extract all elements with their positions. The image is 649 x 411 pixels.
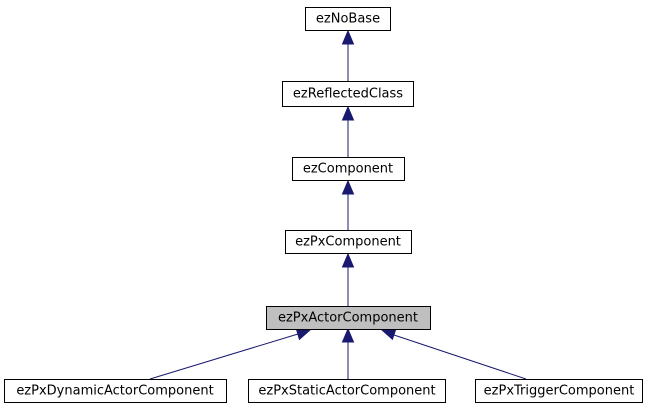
class-label-ezPxComponent: ezPxComponent <box>295 235 401 250</box>
nodes: ezNoBase ezReflectedClass ezComponent ez… <box>4 7 643 403</box>
class-label-ezNoBase: ezNoBase <box>316 12 380 27</box>
edge-ezPxActorComponent-ezPxComponent <box>341 252 355 306</box>
class-label-ezReflectedClass: ezReflectedClass <box>293 87 403 102</box>
class-node-ezComponent[interactable]: ezComponent <box>292 157 405 181</box>
class-label-ezPxStaticActorComponent: ezPxStaticActorComponent <box>258 384 435 399</box>
edge-ezReflectedClass-ezNoBase <box>341 29 355 81</box>
edge-ezPxComponent-ezComponent <box>341 179 355 230</box>
class-node-ezPxStaticActorComponent[interactable]: ezPxStaticActorComponent <box>248 379 446 403</box>
class-node-ezPxComponent[interactable]: ezPxComponent <box>285 230 412 254</box>
class-label-ezComponent: ezComponent <box>303 162 393 177</box>
class-node-ezNoBase[interactable]: ezNoBase <box>305 7 391 31</box>
edge-ezPxTriggerComponent-ezPxActorComponent <box>380 328 527 380</box>
class-label-ezPxDynamicActorComponent: ezPxDynamicActorComponent <box>16 384 213 399</box>
class-label-ezPxActorComponent: ezPxActorComponent <box>278 311 418 326</box>
edge-ezComponent-ezReflectedClass <box>341 105 355 157</box>
class-node-ezPxDynamicActorComponent[interactable]: ezPxDynamicActorComponent <box>4 379 227 403</box>
class-node-ezPxActorComponent[interactable]: ezPxActorComponent <box>266 306 431 330</box>
class-node-ezReflectedClass[interactable]: ezReflectedClass <box>282 81 414 107</box>
class-label-ezPxTriggerComponent: ezPxTriggerComponent <box>484 384 635 399</box>
edge-ezPxDynamicActorComponent-ezPxActorComponent <box>149 328 312 380</box>
class-node-ezPxTriggerComponent[interactable]: ezPxTriggerComponent <box>475 379 643 403</box>
edges <box>149 29 527 380</box>
edge-ezPxStaticActorComponent-ezPxActorComponent <box>341 327 355 379</box>
